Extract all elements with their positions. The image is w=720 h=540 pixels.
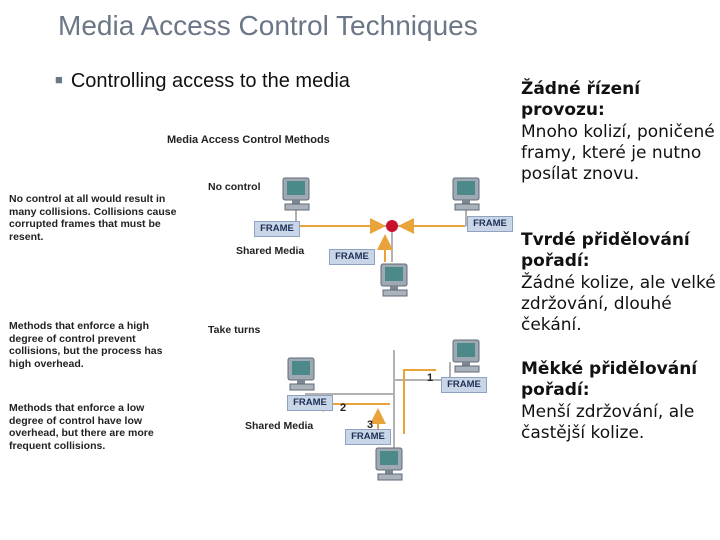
method-soft: Měkké přidělování pořadí: Menší zdržován… — [521, 359, 717, 444]
top-shared-media-line — [295, 208, 467, 262]
bullet-square-icon: ■ — [55, 72, 63, 87]
computer-icon — [452, 177, 480, 211]
method-heading: Měkké přidělování pořadí: — [521, 359, 698, 401]
method-strict: Tvrdé přidělování pořadí: Žádné kolize, … — [521, 230, 717, 336]
label-shared-media-top: Shared Media — [236, 245, 305, 257]
collision-dot-icon — [386, 220, 398, 232]
frame-packet: FRAME — [254, 221, 300, 237]
method-description: Menší zdržování, ale častější kolize. — [521, 401, 695, 443]
computer-icon — [375, 447, 403, 481]
frame-packet: FRAME — [467, 216, 513, 232]
figure-title: Media Access Control Methods — [167, 134, 330, 146]
frame-packet: FRAME — [287, 395, 333, 411]
label-shared-media-bottom: Shared Media — [245, 420, 314, 432]
slide-title: Media Access Control Techniques — [58, 10, 478, 41]
bullet-item: ■ Controlling access to the media — [55, 70, 350, 93]
computer-icon — [452, 339, 480, 373]
label-no-control: No control — [208, 181, 261, 193]
computer-icon — [287, 357, 315, 391]
computer-icon — [282, 177, 310, 211]
bullet-text: Controlling access to the media — [70, 70, 350, 92]
label-take-turns: Take turns — [208, 324, 261, 336]
note-low-control: Methods that enforce a low degree of con… — [9, 402, 154, 452]
method-heading: Tvrdé přidělování pořadí: — [521, 230, 690, 272]
frame-packet: FRAME — [441, 377, 487, 393]
note-high-control: Methods that enforce a high degree of co… — [9, 320, 163, 370]
method-heading: Žádné řízení provozu: — [521, 79, 641, 121]
method-none: Žádné řízení provozu: Mnoho kolizí, poni… — [521, 79, 717, 185]
method-description: Žádné kolize, ale velké zdržování, dlouh… — [521, 272, 716, 336]
computer-icon — [380, 263, 408, 297]
turn-arrow-1 — [403, 369, 436, 434]
step-number: 1 — [427, 372, 434, 384]
note-no-control: No control at all would result in many c… — [9, 193, 177, 243]
frame-packet: FRAME — [329, 249, 375, 265]
step-number: 2 — [340, 402, 347, 414]
step-number: 3 — [367, 419, 374, 431]
frame-packet: FRAME — [345, 429, 391, 445]
method-description: Mnoho kolizí, poničené framy, které je n… — [521, 121, 715, 185]
